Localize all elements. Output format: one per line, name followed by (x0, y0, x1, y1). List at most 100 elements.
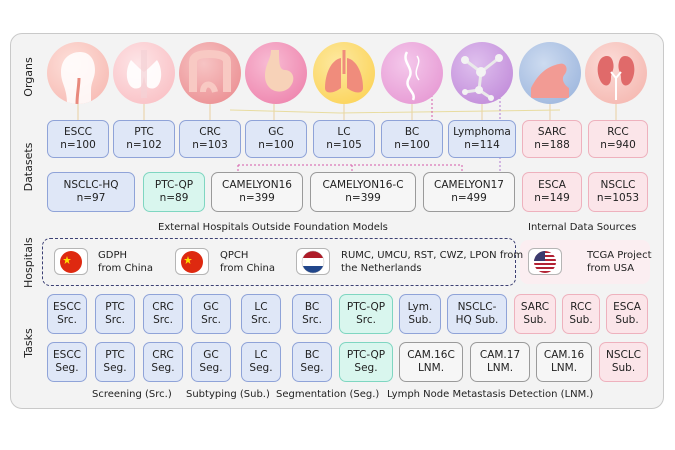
task-type: LNM. (486, 362, 514, 374)
task-label: ESCC (53, 349, 81, 361)
legend-lnm: Lymph Node Metastasis Detection (LNM.) (387, 389, 594, 400)
task-label: NSCLC (605, 349, 642, 361)
dataset-count: n=188 (534, 139, 570, 151)
hospital-country: from China (98, 263, 154, 274)
row-label-hospitals: Hospitals (22, 237, 35, 288)
task-type: Seg. (249, 362, 273, 374)
task-label: GC (203, 301, 219, 313)
dataset-label: ESCC (64, 126, 92, 138)
dataset-label: SARC (537, 126, 567, 138)
hospital-name: GDPH (98, 250, 127, 261)
hospital-name: QPCH (220, 250, 249, 261)
dataset-label: GC (268, 126, 284, 138)
organ-head-neck-icon (47, 42, 109, 104)
organ-thyroid-icon (113, 42, 175, 104)
task-type: Sub. (408, 314, 432, 326)
external-hospitals-group (42, 238, 516, 286)
task-nsclc-hq-sub: NSCLC-HQ Sub. (447, 294, 507, 334)
organ-kidney-icon (585, 42, 647, 104)
task-type: Src. (105, 314, 125, 326)
task-type: Src. (302, 314, 322, 326)
organ-breast-icon (381, 42, 443, 104)
task-label: NSCLC- (457, 301, 497, 313)
row-label-tasks: Tasks (22, 328, 35, 358)
dataset-count: n=100 (258, 139, 294, 151)
task-label: CRC (152, 349, 174, 361)
task-type: Src. (153, 314, 173, 326)
task-type: Sub. (615, 314, 639, 326)
task-type: Src. (57, 314, 77, 326)
task-label: GC (203, 349, 219, 361)
task-type: Sub. (569, 314, 593, 326)
dataset-label: Lymphoma (453, 126, 511, 138)
dataset-label: ESCA (538, 179, 566, 191)
dataset-label: CAMELYON16 (222, 179, 292, 191)
organ-lymph-icon (451, 42, 513, 104)
dataset-label: RCC (607, 126, 629, 138)
dataset-label: NSCLC-HQ (63, 179, 119, 191)
task-label: CRC (152, 301, 174, 313)
hospital-country: the Netherlands (341, 263, 422, 274)
hospital-name: RUMC, UMCU, RST, CWZ, LPON from (341, 250, 524, 261)
internal-sources-caption: Internal Data Sources (528, 222, 637, 233)
task-label: SARC (520, 301, 550, 313)
task-label: ESCC (53, 301, 81, 313)
task-label: PTC-QP (346, 349, 386, 361)
legend-segmentation: Segmentation (Seg.) (276, 389, 380, 400)
external-hospitals-caption: External Hospitals Outside Foundation Mo… (158, 222, 388, 233)
task-label: PTC-QP (346, 301, 386, 313)
task-label: CAM.16 (543, 349, 585, 361)
dataset-count: n=105 (326, 139, 362, 151)
task-label: CAM.17 (479, 349, 521, 361)
dataset-count: n=100 (60, 139, 96, 151)
task-type: LNM. (417, 362, 445, 374)
task-type: Seg. (354, 362, 378, 374)
dataset-label: PTC (134, 126, 154, 138)
task-label: ESCA (613, 301, 641, 313)
task-label: PTC (105, 349, 125, 361)
hospital-netherlands-group: RUMC, UMCU, RST, CWZ, LPON from the Nethe… (341, 249, 523, 275)
dataset-count: n=399 (345, 192, 381, 204)
dataset-count: n=100 (394, 139, 430, 151)
task-type: Src. (201, 314, 221, 326)
dataset-count: n=114 (464, 139, 500, 151)
task-type: Sub. (523, 314, 547, 326)
task-label: CAM.16C (407, 349, 455, 361)
dataset-count: n=97 (76, 192, 106, 204)
dataset-count: n=89 (159, 192, 189, 204)
legend-subtyping: Subtyping (Sub.) (186, 389, 270, 400)
dataset-count: n=103 (192, 139, 228, 151)
china-flag-icon (54, 248, 88, 275)
dataset-count: n=940 (600, 139, 636, 151)
task-type: Seg. (199, 362, 223, 374)
hospital-country: from China (220, 263, 276, 274)
hospital-name: TCGA Project (587, 250, 652, 261)
task-type: Seg. (300, 362, 324, 374)
